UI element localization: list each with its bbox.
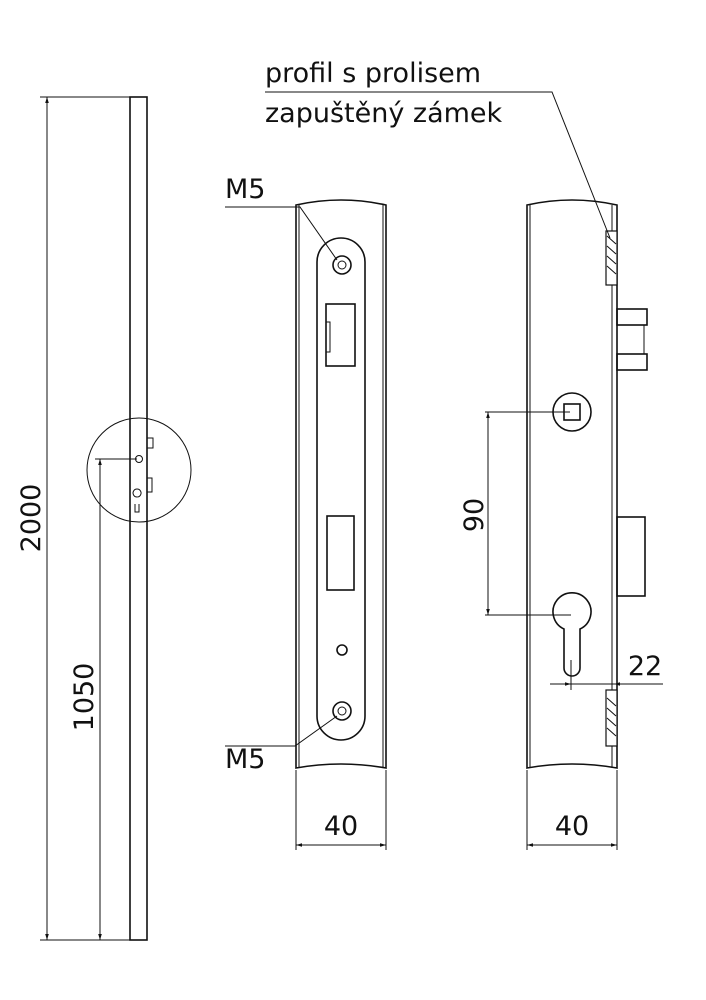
dim-faceplate-width: 40 <box>324 811 358 842</box>
screw-bottom-icon <box>332 701 352 721</box>
detail-circle <box>86 417 192 523</box>
dim-backset: 22 <box>628 651 662 682</box>
dim-body-width: 40 <box>555 811 589 842</box>
dim-door-height: 2000 <box>16 484 47 553</box>
screw-top-icon <box>332 255 352 275</box>
faceplate-front-view <box>225 199 387 850</box>
label-profile-line2: zapuštěný zámek <box>265 98 503 129</box>
dim-handle-height: 1050 <box>69 663 100 732</box>
dim-spindle-to-cylinder: 90 <box>459 498 490 532</box>
deadbolt <box>326 515 355 591</box>
label-profile-line1: profil s prolisem <box>265 58 481 89</box>
cylinder-hole <box>552 592 592 677</box>
label-m5-top: M5 <box>225 174 265 205</box>
lock-side-view <box>265 91 663 850</box>
door-elevation <box>40 96 192 941</box>
label-m5-bottom: M5 <box>225 744 265 775</box>
